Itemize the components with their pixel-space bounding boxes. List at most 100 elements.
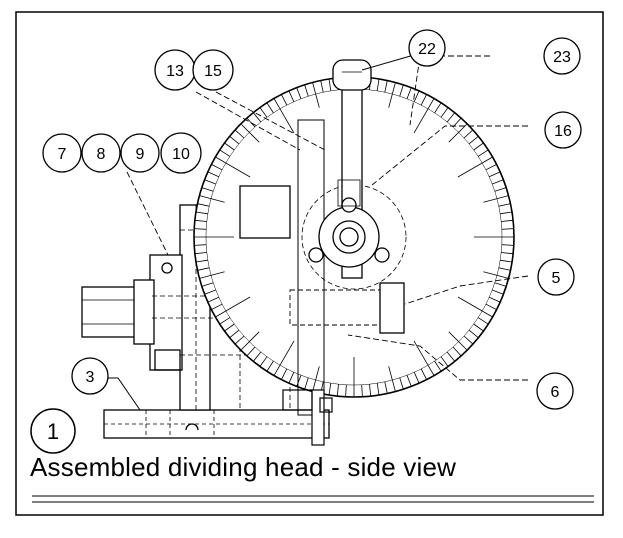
callout-15-label: 15 bbox=[204, 63, 222, 80]
dial-tick bbox=[194, 244, 207, 246]
dial-tick bbox=[501, 228, 514, 230]
dial-tick bbox=[266, 360, 274, 372]
callout-23-label: 23 bbox=[553, 49, 571, 66]
callout-13-label: 13 bbox=[166, 63, 184, 80]
callout-7: 7 bbox=[42, 133, 82, 173]
dial-tick bbox=[501, 252, 514, 255]
dial-tick bbox=[501, 244, 514, 246]
callout-3-label: 3 bbox=[86, 369, 95, 386]
dial-tick bbox=[195, 259, 208, 263]
callout-3: 3 bbox=[71, 357, 109, 395]
dial-tick bbox=[215, 156, 251, 178]
base-plate bbox=[103, 397, 330, 439]
dial-tick bbox=[207, 171, 219, 178]
dial-tick bbox=[219, 149, 231, 157]
dial-tick bbox=[240, 123, 260, 143]
dial-tick bbox=[452, 117, 462, 128]
dial-tick bbox=[500, 259, 513, 263]
dial-tick bbox=[252, 112, 262, 123]
dial-tick bbox=[252, 351, 262, 362]
callout-5: 5 bbox=[537, 258, 575, 296]
dial-tick bbox=[406, 87, 412, 99]
outer-frame bbox=[15, 11, 604, 516]
callout-15: 15 bbox=[192, 49, 234, 91]
dial-tick bbox=[440, 356, 449, 367]
callout-22-label: 22 bbox=[418, 41, 436, 58]
dial-tick bbox=[413, 98, 435, 134]
dial-tick bbox=[259, 107, 268, 118]
dial-tick bbox=[485, 303, 497, 310]
dial-tick bbox=[483, 195, 509, 203]
dial-tick bbox=[384, 80, 388, 93]
dial-tick bbox=[388, 82, 396, 108]
dial-tick bbox=[312, 366, 320, 392]
dial-tick bbox=[498, 267, 511, 271]
callout-5-label: 5 bbox=[552, 270, 561, 287]
dial-tick bbox=[477, 149, 489, 157]
dial-tick bbox=[197, 203, 210, 207]
dial-tick bbox=[224, 142, 235, 151]
dial-tick bbox=[195, 211, 208, 215]
dial-tick bbox=[345, 384, 347, 397]
dial-tick bbox=[483, 271, 509, 279]
dial-tick bbox=[388, 366, 396, 392]
callout-16-label: 16 bbox=[554, 123, 572, 140]
dial-tick bbox=[240, 331, 260, 351]
dial-tick bbox=[194, 252, 207, 255]
dial-tick bbox=[273, 340, 295, 376]
dial-tick bbox=[413, 90, 420, 102]
dial-tick bbox=[406, 375, 412, 387]
dial-tick bbox=[204, 179, 216, 185]
dial-tick bbox=[234, 335, 245, 345]
callout-7-label: 7 bbox=[58, 146, 67, 163]
figure-number-badge: 1 bbox=[30, 408, 76, 454]
callout-13: 13 bbox=[154, 49, 196, 91]
dial-tick bbox=[328, 78, 332, 91]
dial-tick bbox=[207, 296, 219, 303]
leader-lines bbox=[126, 55, 529, 381]
dial-tick bbox=[420, 94, 427, 106]
dial-tick bbox=[211, 164, 223, 171]
dial-tick bbox=[281, 94, 288, 106]
dial-tick bbox=[413, 340, 435, 376]
dial-tick bbox=[211, 303, 223, 310]
dial-tick bbox=[199, 271, 225, 279]
dial-tick bbox=[457, 156, 493, 178]
callout-8: 8 bbox=[81, 133, 121, 173]
dial-graduations bbox=[194, 77, 514, 397]
dial-tick bbox=[194, 228, 207, 230]
callout-6-label: 6 bbox=[551, 384, 560, 401]
dial-tick bbox=[384, 381, 388, 394]
dial-tick bbox=[399, 377, 404, 390]
dial-tick bbox=[246, 117, 256, 128]
dial-tick bbox=[296, 375, 302, 387]
dial-tick bbox=[201, 282, 214, 287]
dial-tick bbox=[446, 112, 456, 123]
callout-10: 10 bbox=[160, 132, 202, 174]
callout-23: 23 bbox=[543, 37, 581, 75]
dial-tick bbox=[320, 80, 324, 93]
callout-6: 6 bbox=[536, 372, 574, 410]
dial-tick bbox=[197, 267, 210, 271]
dial-tick bbox=[304, 84, 309, 97]
dial-tick bbox=[199, 195, 225, 203]
dial-tick bbox=[288, 90, 295, 102]
callout-10-label: 10 bbox=[172, 146, 190, 163]
dial-tick bbox=[420, 368, 427, 380]
dial-tick bbox=[498, 203, 511, 207]
dial-tick bbox=[229, 329, 240, 339]
dial-tick bbox=[463, 335, 474, 345]
dial-tick bbox=[489, 296, 501, 303]
central-hub bbox=[308, 179, 390, 268]
dial-tick bbox=[361, 384, 363, 397]
dial-tick bbox=[304, 377, 309, 390]
dial-tick bbox=[224, 323, 235, 332]
dial-tick bbox=[489, 171, 501, 178]
callout-22: 22 bbox=[408, 29, 446, 67]
dial-tick bbox=[204, 289, 216, 295]
dial-tick bbox=[485, 164, 497, 171]
dial-tick bbox=[273, 98, 295, 134]
callout-9: 9 bbox=[120, 133, 160, 173]
